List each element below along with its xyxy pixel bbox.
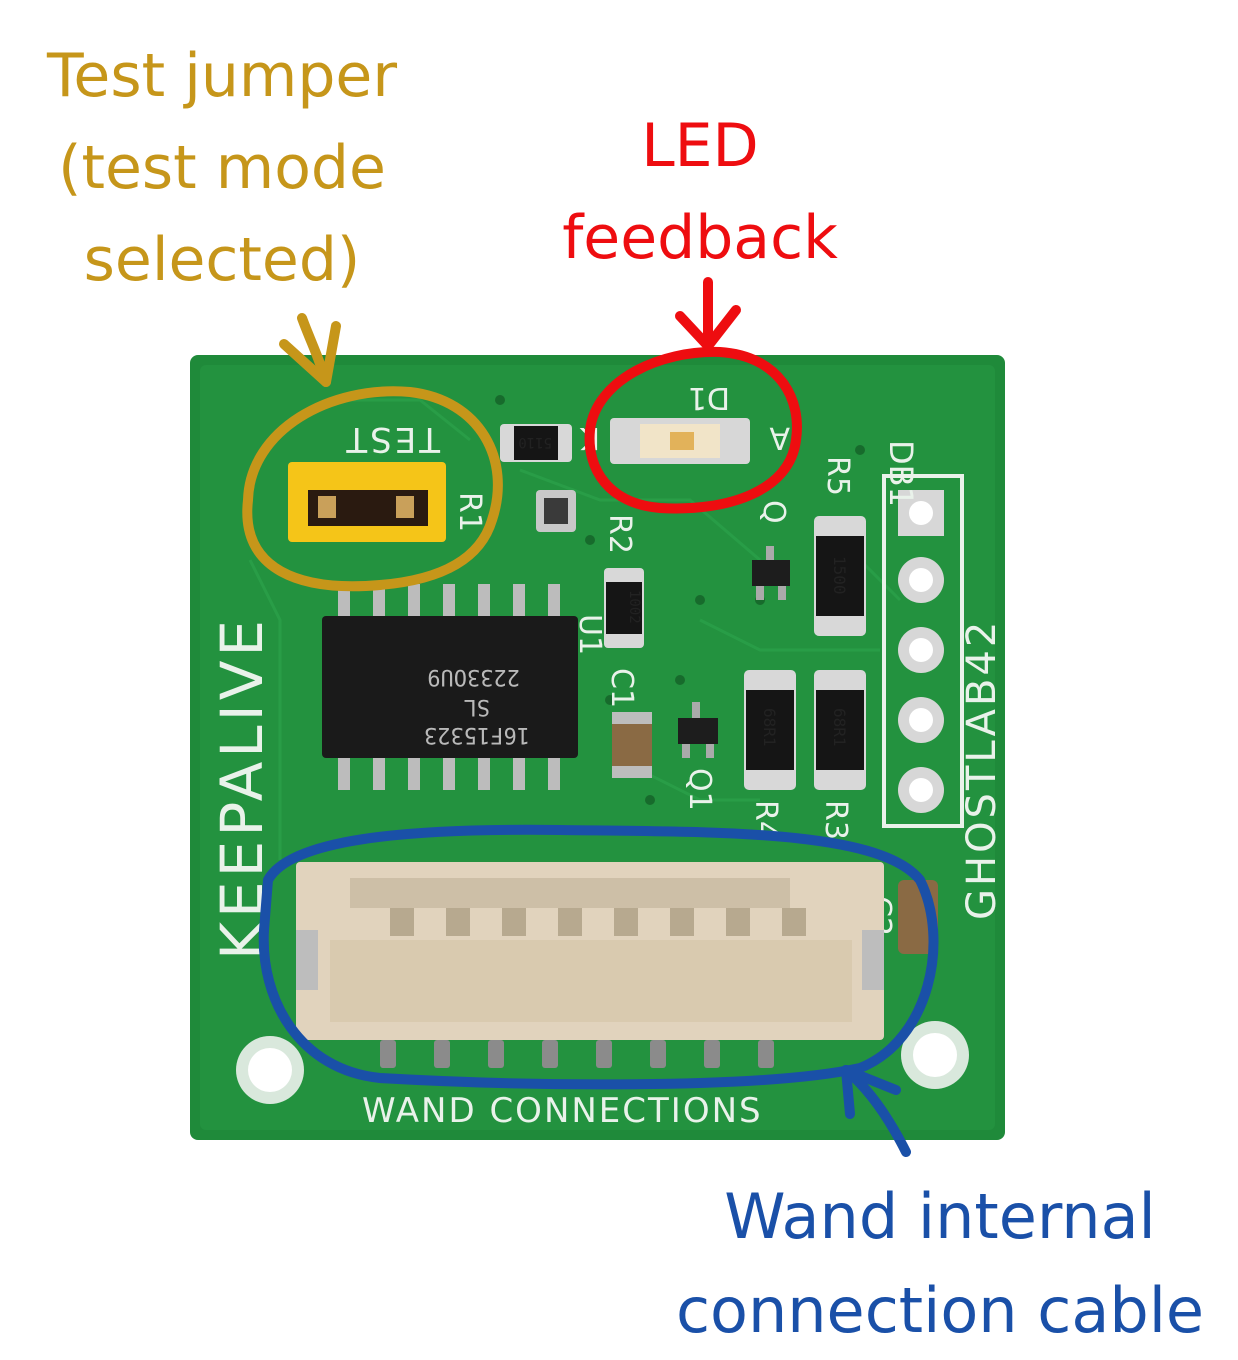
test-jumper-highlight <box>242 313 503 592</box>
capacitor-c1 <box>612 712 652 778</box>
led-feedback-line-2: feedback <box>562 203 838 273</box>
microcontroller-chip: 2233OU9 SL 16F15323 <box>322 584 578 790</box>
wand-cable-line-2: connection cable <box>675 1274 1205 1347</box>
wand-connections-label: WAND CONNECTIONS <box>362 1091 763 1131</box>
resistor-r5-code: 1500 <box>830 556 849 595</box>
silk-r1: R1 <box>452 492 487 532</box>
test-jumper-line-1: Test jumper <box>46 41 398 111</box>
resistor-r2-code: 1002 <box>626 590 642 624</box>
silk-q: Q <box>756 500 791 524</box>
test-jumper-annotation: Test jumper (test mode selected) <box>22 30 422 306</box>
silk-u1: U1 <box>572 614 607 655</box>
chip-line-2: SL <box>464 694 491 719</box>
silk-db1: DB1 <box>882 440 920 507</box>
test-jumper-line-3: selected) <box>83 225 361 295</box>
resistor-r4-code: 68R1 <box>760 708 779 747</box>
led-feedback-line-1: LED <box>641 111 759 181</box>
chip-line-3: 16F15323 <box>424 722 530 747</box>
transistor-q1 <box>678 702 718 758</box>
mounting-hole-right <box>901 1021 969 1089</box>
led-feedback-annotation: LED feedback <box>540 100 860 284</box>
silk-d1: D1 <box>688 380 730 415</box>
maker-vertical-label: GHOSTLAB42 <box>959 619 1005 920</box>
silk-r3: R3 <box>818 800 853 840</box>
test-jumper-line-2: (test mode <box>58 133 386 203</box>
silk-c1: C1 <box>604 668 639 708</box>
resistor-r3: 68R1 <box>814 670 866 790</box>
wand-cable-line-1: Wand internal <box>724 1180 1156 1253</box>
mounting-hole-left <box>236 1036 304 1104</box>
silk-test-label: TEST <box>343 419 441 459</box>
wand-cable-highlight <box>258 824 939 1157</box>
led-d1 <box>610 418 750 464</box>
silk-q1: Q1 <box>682 768 717 811</box>
resistor-top-code: 5110 <box>518 434 552 450</box>
resistor-r5: 1500 <box>814 516 866 636</box>
transistor-q <box>752 546 790 600</box>
test-jumper <box>288 462 446 542</box>
header-db1 <box>882 474 964 828</box>
chip-line-1: 2233OU9 <box>427 664 520 689</box>
resistor-r2: 1002 <box>604 568 644 648</box>
resistor-r3-code: 68R1 <box>830 708 849 747</box>
wand-cable-annotation: Wand internal connection cable <box>650 1170 1230 1358</box>
silk-r5: R5 <box>820 456 855 496</box>
silk-a: A <box>769 420 790 455</box>
led-feedback-highlight <box>584 277 802 514</box>
wand-connector <box>296 862 884 1068</box>
resistor-r4: 68R1 <box>744 670 796 790</box>
resistor-top: 5110 <box>500 424 572 462</box>
silk-r2: R2 <box>602 514 637 554</box>
